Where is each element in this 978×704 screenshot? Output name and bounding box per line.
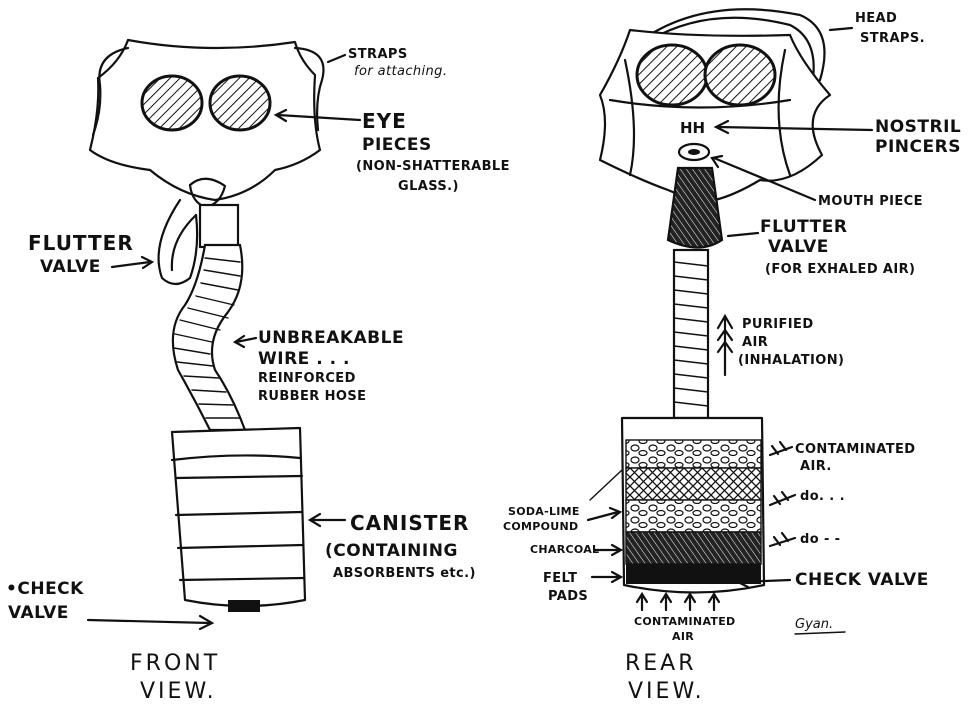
label-felt-1: FELT (543, 571, 577, 586)
label-purified-3: (INHALATION) (738, 353, 844, 368)
label-mouth: MOUTH PIECE (818, 194, 923, 209)
label-hose-2: WIRE . . . (258, 349, 350, 369)
label-bottom-1: CONTAMINATED (634, 615, 735, 628)
label-hose-3: REINFORCED (258, 371, 356, 386)
label-bottom-2: AIR (672, 630, 694, 643)
rear-caption-1: REAR (625, 651, 697, 676)
inflow-arrows (637, 594, 719, 610)
front-view-drawing (90, 40, 323, 612)
rear-flutter-valve (668, 168, 722, 248)
label-check-valve: CHECK VALVE (795, 570, 929, 590)
front-check-valve (228, 600, 260, 612)
label-front-flutter-2: VALVE (40, 257, 101, 277)
label-canister-3: ABSORBENTS etc.) (333, 566, 476, 581)
label-head-2: STRAPS. (860, 31, 925, 46)
label-charcoal: CHARCOAL (530, 543, 599, 556)
label-head-1: HEAD (855, 11, 897, 26)
front-caption-2: VIEW. (140, 679, 217, 704)
artist-signature: Gyan. (795, 617, 833, 632)
label-eye-3: (NON-SHATTERABLE (356, 159, 510, 174)
rear-eye-right (705, 45, 775, 105)
label-nostril-1: NOSTRIL (875, 117, 961, 137)
front-caption-1: FRONT (130, 651, 220, 676)
label-eye-1: EYE (362, 109, 407, 133)
label-straps-sub: for attaching. (354, 64, 447, 79)
label-canister-2: (CONTAINING (325, 541, 458, 561)
label-eye-4: GLASS.) (398, 179, 459, 194)
label-hose-1: UNBREAKABLE (258, 328, 404, 348)
label-eye-2: PIECES (362, 135, 432, 155)
front-hose (173, 245, 245, 430)
rear-canister (622, 418, 764, 593)
label-rear-flutter-2: VALVE (768, 237, 829, 257)
label-contam-2: AIR. (800, 459, 832, 474)
rear-caption-2: VIEW. (628, 679, 705, 704)
rear-nostril-pincers: HH (680, 119, 705, 137)
label-felt-2: PADS (548, 589, 588, 604)
label-canister-1: CANISTER (350, 511, 469, 535)
label-hose-4: RUBBER HOSE (258, 389, 366, 404)
label-soda-2: COMPOUND (503, 520, 578, 533)
rear-view-drawing: HH (600, 9, 830, 592)
label-contam-1: CONTAMINATED (795, 442, 915, 457)
rear-eye-left (637, 45, 707, 105)
front-eye-left (142, 76, 202, 130)
label-soda-1: SODA-LIME (508, 505, 580, 518)
label-rear-flutter-1: FLUTTER (760, 217, 847, 237)
label-straps: STRAPS (348, 47, 408, 62)
label-purified-2: AIR (742, 335, 768, 350)
label-nostril-2: PINCERS (875, 137, 961, 157)
front-eye-right (210, 76, 270, 130)
label-do-1: do. . . (800, 489, 845, 504)
label-check-1: •CHECK (6, 579, 84, 599)
label-do-2: do - - (800, 532, 840, 547)
label-check-2: VALVE (8, 603, 69, 623)
front-neck (200, 205, 238, 247)
label-front-flutter-1: FLUTTER (28, 231, 134, 255)
label-purified-1: PURIFIED (742, 317, 814, 332)
label-rear-flutter-3: (FOR EXHALED AIR) (765, 262, 915, 277)
